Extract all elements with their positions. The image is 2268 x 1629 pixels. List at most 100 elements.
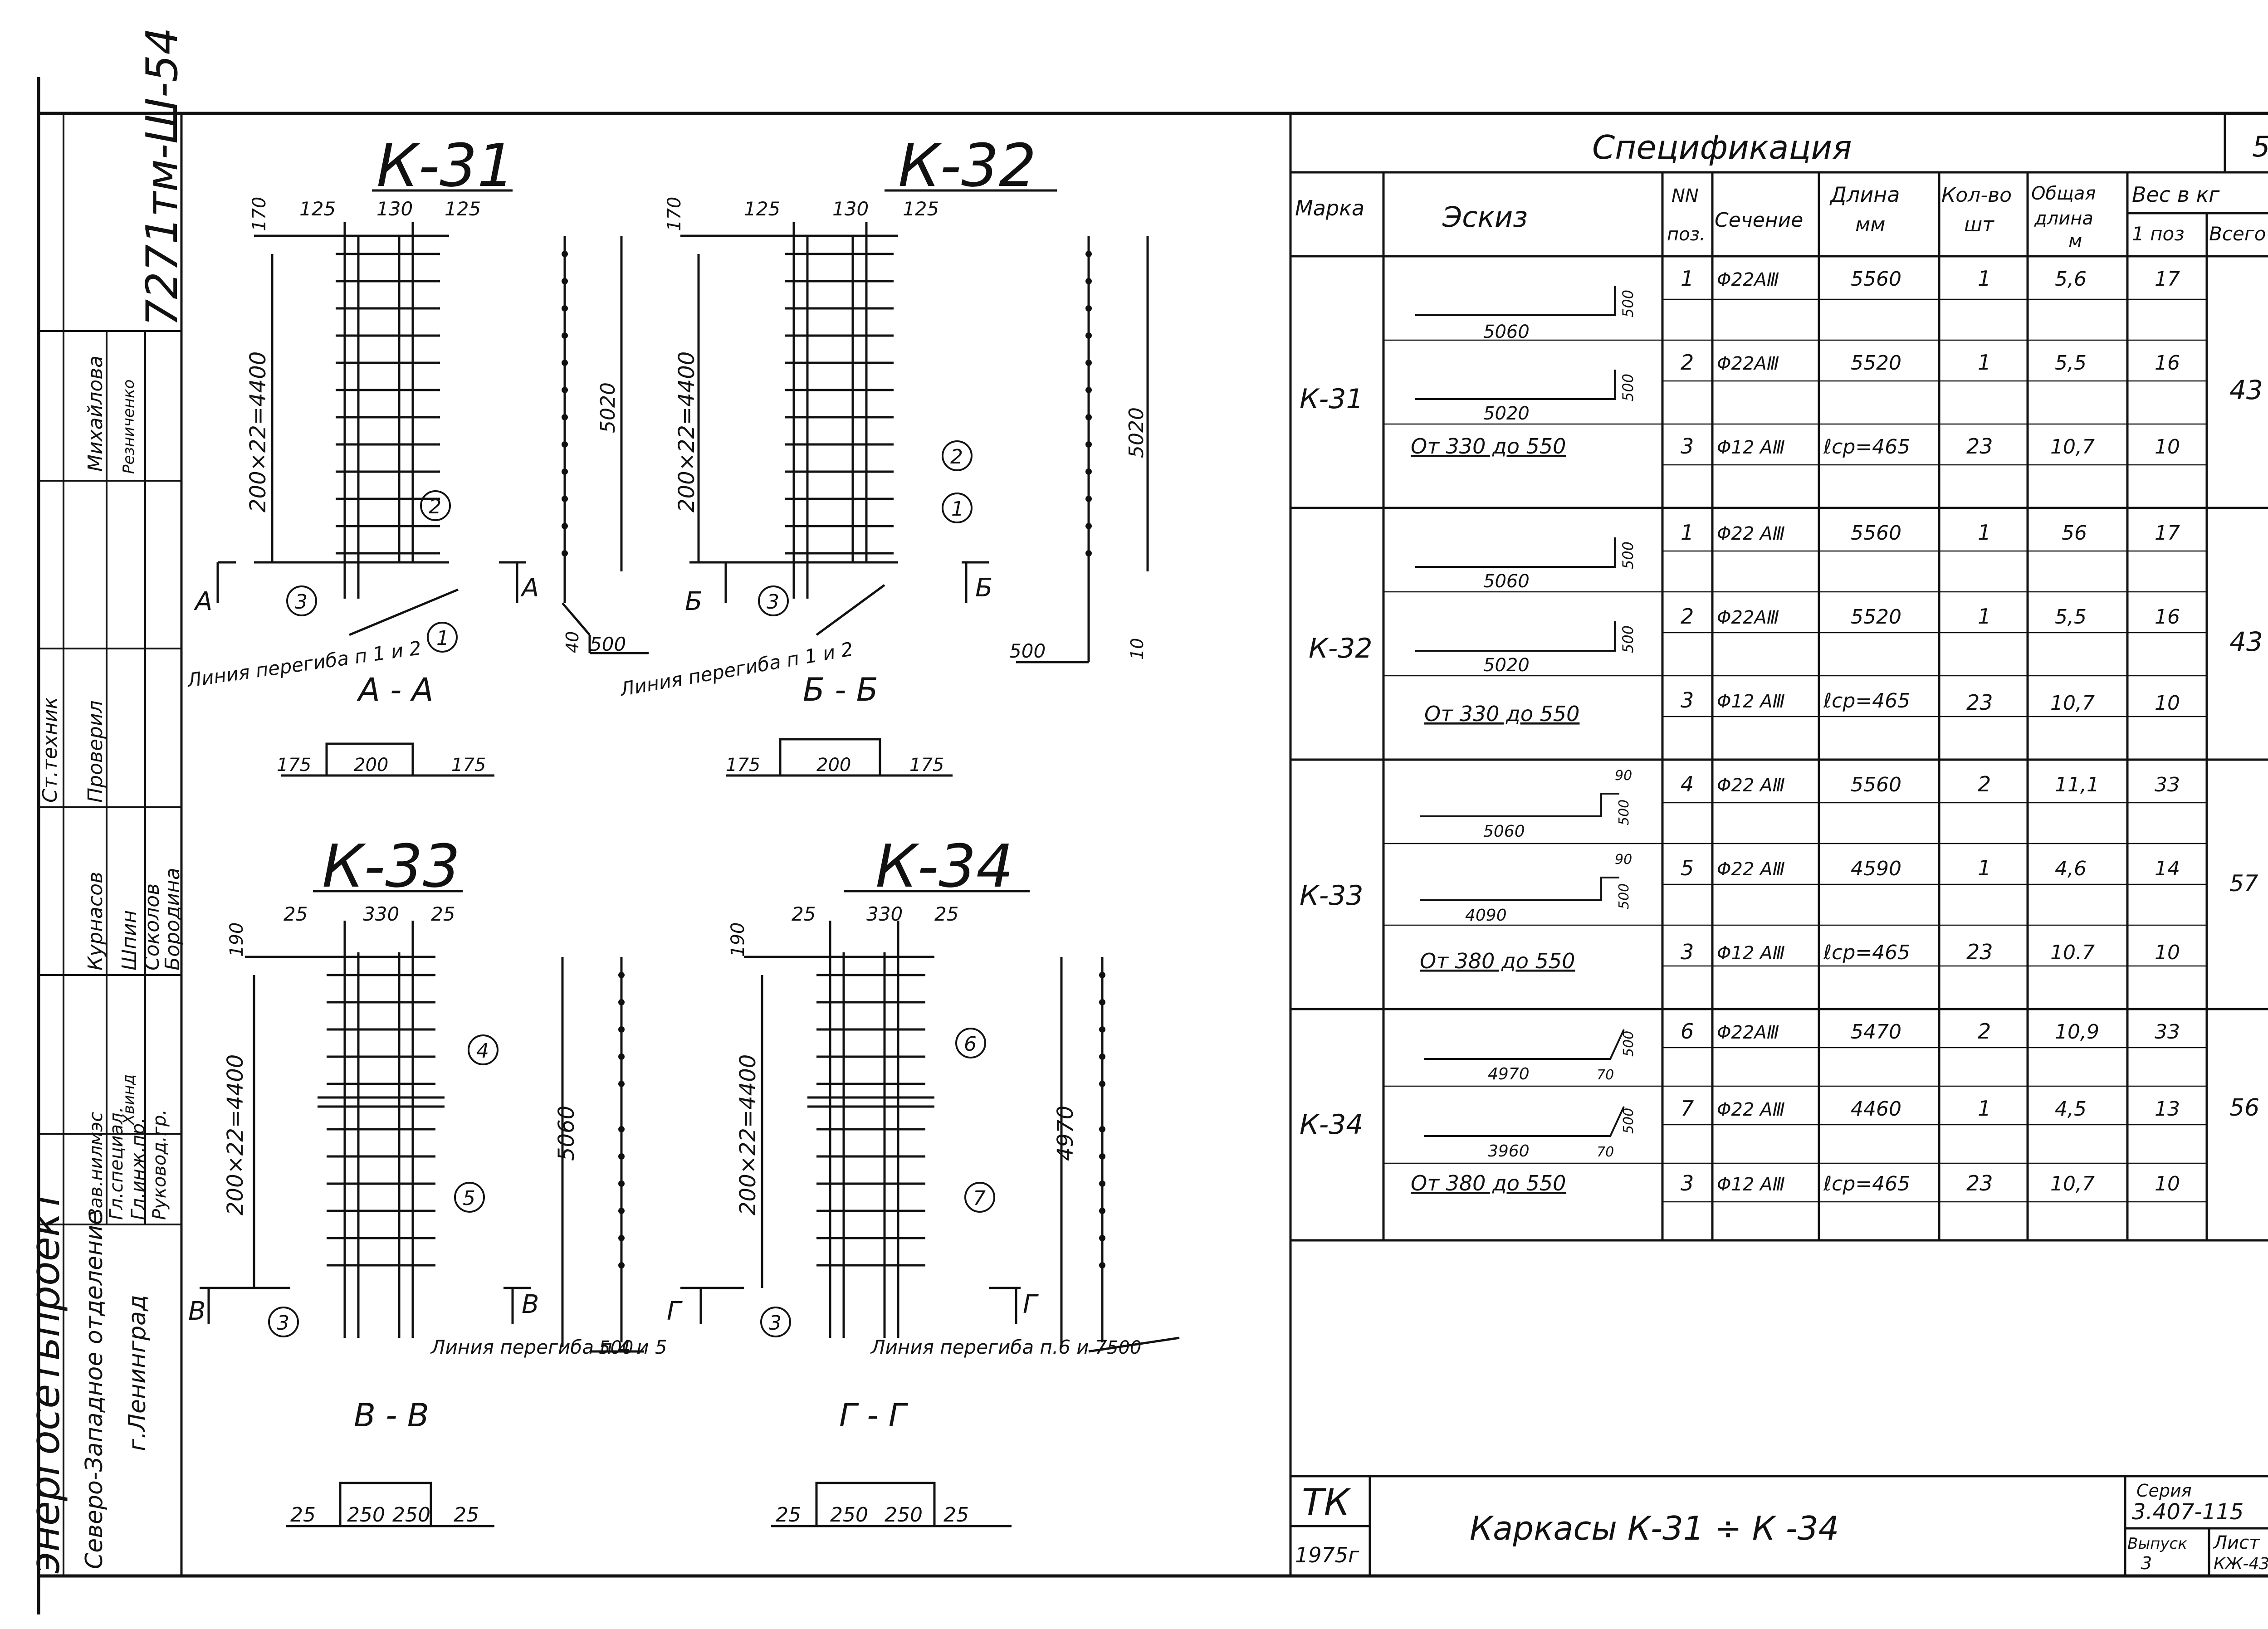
bend-note: Линия перегиба п.6 и 7: [870, 1336, 1107, 1358]
sheet-number: 54: [2252, 130, 2268, 163]
sketch-bottom: 70: [1597, 1144, 1614, 1160]
header-total2: длина: [2034, 208, 2093, 229]
cell-qty: 1: [1978, 350, 1991, 375]
sketch-length: 5020: [1483, 655, 1530, 676]
cell-tlen: 10,9: [2055, 1020, 2099, 1044]
cell-section: Φ22 АⅢ: [1717, 523, 1785, 544]
cell-w1: 14: [2155, 857, 2180, 880]
cell-poz: 1: [1681, 520, 1694, 545]
group-mark: К-34: [1300, 1109, 1364, 1141]
group-mark: К-32: [1309, 633, 1373, 664]
cell-qty: 1: [1978, 856, 1991, 880]
group-total: 43: [2229, 626, 2263, 657]
section-mark-right: Г: [1023, 1290, 1039, 1319]
section-title: А - А: [357, 671, 434, 708]
cell-qty: 1: [1978, 604, 1991, 629]
cell-w1: 16: [2155, 351, 2180, 375]
stamp-role-1: Михайлова: [84, 356, 107, 472]
dim-w3: 125: [903, 198, 939, 220]
side-foot: 500: [590, 633, 626, 655]
section-dim: 25: [776, 1503, 801, 1527]
header-poz: поз.: [1667, 224, 1706, 245]
cell-poz: 3: [1681, 688, 1694, 712]
section-dim: 25: [290, 1503, 316, 1527]
group-total: 56: [2229, 1094, 2259, 1122]
cell-poz: 1: [1681, 266, 1694, 291]
title-block: ТК 1975г Каркасы К-31 ÷ К -34 Серия 3.40…: [1290, 1475, 2268, 1576]
cell-qty: 23: [1966, 690, 1993, 715]
issue-label: Выпуск: [2127, 1535, 2187, 1553]
cell-length: 4460: [1851, 1097, 1901, 1121]
bend-note: Линия перегиба п 4 и 5: [430, 1336, 667, 1358]
org-line-3: г.Ленинград: [124, 1295, 151, 1451]
cell-qty: 2: [1978, 1019, 1991, 1044]
title-year: 1975г: [1295, 1543, 1359, 1567]
org-line-1: энергосетьпроект: [22, 1188, 68, 1574]
dim-height: 200×22=4400: [223, 1054, 248, 1215]
stamp-role-7: Бородина: [161, 868, 184, 971]
cell-section: Φ22 АⅢ: [1717, 1099, 1785, 1120]
cell-section: Φ22АⅢ: [1717, 353, 1779, 374]
section-dim: 175: [277, 755, 311, 775]
cell-qty: 1: [1978, 266, 1991, 291]
position-mark: 3: [769, 1312, 782, 1335]
dim-height: 200×22=4400: [674, 351, 699, 512]
spec-group-k32: К-32 43 5060 500 5020 500 От 330 до 550 …: [1309, 520, 2263, 726]
cell-length: 5560: [1851, 522, 1901, 545]
dim-w1: 25: [792, 903, 816, 925]
header-eskiz: Эскиз: [1442, 200, 1528, 234]
cell-section: Φ22 АⅢ: [1717, 775, 1785, 796]
sketch-text: От 330 до 550: [1411, 434, 1566, 458]
dim-top: 170: [249, 197, 270, 231]
stamp-name-1: Резниченко: [120, 380, 138, 474]
cell-section: Φ22АⅢ: [1717, 269, 1779, 290]
sketch-top: 90: [1615, 852, 1632, 868]
side-length: 5060: [554, 1106, 579, 1161]
cell-section: Φ22АⅢ: [1717, 1022, 1779, 1043]
section-dim: 250: [347, 1503, 385, 1527]
dim-height: 200×22=4400: [735, 1054, 761, 1215]
spec-title: Спецификация: [1592, 128, 1852, 166]
header-nn: NN: [1672, 185, 1699, 206]
cell-tlen: 5,5: [2055, 351, 2087, 375]
cell-section: Φ22АⅢ: [1717, 607, 1779, 628]
issue-number: 3: [2141, 1553, 2152, 1573]
cell-length: 5520: [1851, 605, 1901, 629]
sketch-length: 5060: [1483, 822, 1525, 841]
header-section: Сечение: [1715, 209, 1803, 232]
section-title: В - В: [354, 1397, 429, 1434]
sketch-hook: 500: [1621, 1108, 1637, 1134]
header-total-unit: м: [2068, 231, 2082, 252]
stamp-role-9: Гл.специал.: [106, 1107, 127, 1220]
header-length: Длина: [1829, 182, 1900, 207]
position-mark: 1: [951, 497, 964, 521]
stamp-role-5: Шпин: [118, 910, 141, 971]
cell-w1: 17: [2155, 522, 2180, 545]
cell-w1: 33: [2155, 773, 2180, 796]
header-weight: Вес в кг: [2132, 182, 2220, 207]
cell-w1: 10: [2155, 435, 2180, 458]
sketch-hook: 500: [1619, 541, 1637, 569]
group-total: 57: [2229, 870, 2258, 897]
section-mark-left: Г: [667, 1297, 683, 1326]
cell-qty: 1: [1978, 520, 1991, 545]
sketch-text: От 380 до 550: [1420, 949, 1575, 973]
specification-table: Спецификация Марка Эскиз NN поз. Сечение…: [1290, 113, 2268, 1242]
section-mark-right: А: [520, 573, 539, 603]
group-total: 43: [2229, 375, 2263, 405]
dim-w2: 130: [832, 198, 869, 220]
cell-section: Φ12 АⅢ: [1717, 943, 1785, 964]
cell-length: 5470: [1851, 1020, 1901, 1044]
drawing-k34: К-34 25 330 25 190 200×22=4400 Г Г: [667, 832, 1180, 1527]
section-dim: 200: [816, 755, 851, 775]
dim-height: 200×22=4400: [245, 351, 271, 512]
side-foot: 500: [599, 1337, 633, 1358]
series-label: Серия: [2136, 1481, 2192, 1501]
series-number: 3.407-115: [2132, 1499, 2244, 1525]
cell-section: Φ12 АⅢ: [1717, 691, 1785, 712]
title-code: ТК: [1302, 1481, 1351, 1523]
cell-tlen: 10,7: [2050, 1172, 2095, 1195]
stamp-role-11: Руковод.гр.: [149, 1109, 170, 1220]
dim-w3: 125: [445, 198, 481, 220]
header-length-unit: мм: [1855, 213, 1885, 236]
